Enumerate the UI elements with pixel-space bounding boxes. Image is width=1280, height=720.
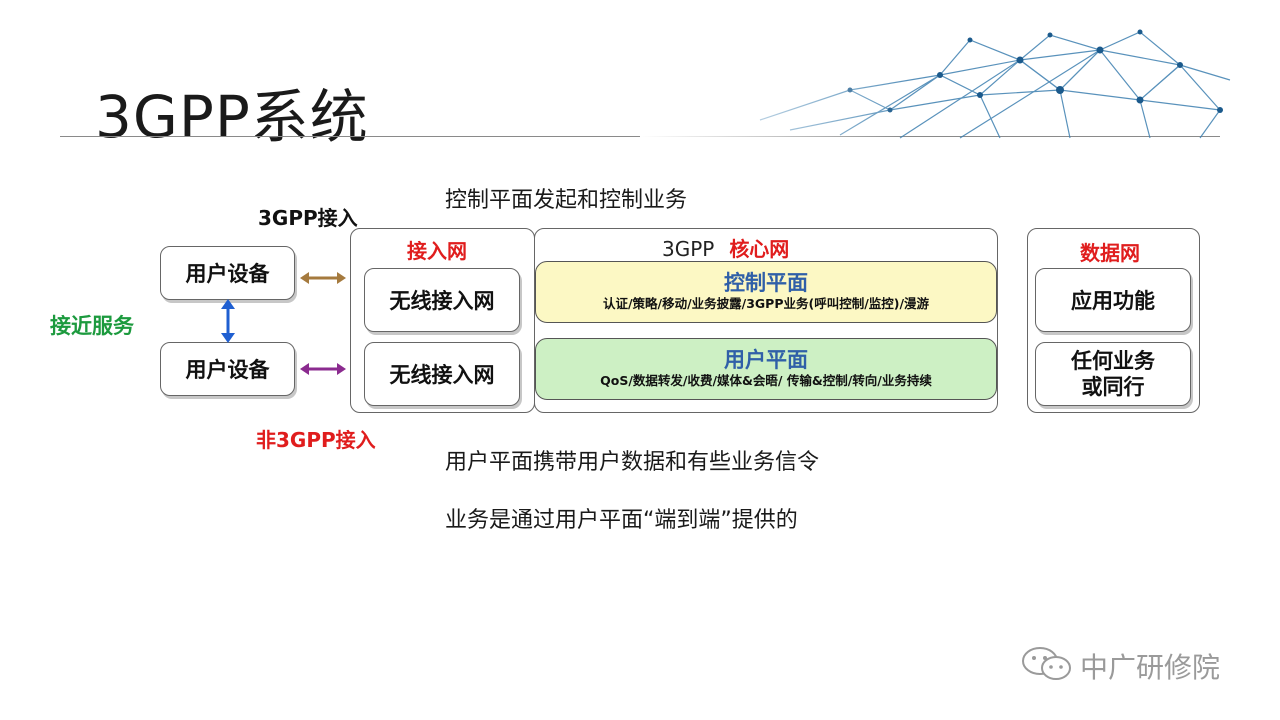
user-plane-title: 用户平面 <box>724 348 808 372</box>
label-3gpp-access: 3GPP接入 <box>258 206 358 230</box>
control-plane-desc: 认证/策略/移动/业务披露/3GPP业务(呼叫控制/监控)/漫游 <box>602 296 930 311</box>
page-title: 3GPP系统 <box>95 83 369 151</box>
core-header-suffix: 核心网 <box>729 237 790 261</box>
control-plane: 控制平面 认证/策略/移动/业务披露/3GPP业务(呼叫控制/监控)/漫游 <box>535 261 997 323</box>
access-arrow-non3gpp <box>300 363 346 375</box>
user-plane-note: 用户平面携带用户数据和有些业务信令 <box>445 450 820 475</box>
label-non3gpp-access: 非3GPP接入 <box>256 428 376 452</box>
control-plane-title: 控制平面 <box>724 271 808 295</box>
label-proximity-service: 接近服务 <box>50 314 134 338</box>
any-service-line2: 或同行 <box>1081 375 1145 399</box>
any-service-or-peer: 任何业务 或同行 <box>1035 342 1191 406</box>
user-plane-desc: QoS/数据转发/收费/媒体&会晤/ 传输&控制/转向/业务持续 <box>600 373 932 388</box>
radio-access-network-2: 无线接入网 <box>364 342 520 406</box>
user-equipment-2: 用户设备 <box>160 342 295 396</box>
end-to-end-note: 业务是通过用户平面“端到端”提供的 <box>445 508 798 533</box>
any-service-line1: 任何业务 <box>1071 349 1155 373</box>
network-graphic <box>640 20 1240 140</box>
access-network-header: 接入网 <box>407 239 467 263</box>
core-network-header: 3GPP 核心网 <box>662 233 789 262</box>
access-arrow-3gpp <box>300 272 346 284</box>
user-plane: 用户平面 QoS/数据转发/收费/媒体&会晤/ 传输&控制/转向/业务持续 <box>535 338 997 400</box>
control-plane-note: 控制平面发起和控制业务 <box>445 188 688 213</box>
radio-access-network-1: 无线接入网 <box>364 268 520 332</box>
wechat-icon <box>1022 647 1071 680</box>
application-function: 应用功能 <box>1035 268 1191 332</box>
proximity-arrow <box>221 299 235 343</box>
user-equipment-1: 用户设备 <box>160 246 295 300</box>
watermark-text: 中广研修院 <box>1080 651 1221 684</box>
data-network-header: 数据网 <box>1080 241 1140 265</box>
core-header-prefix: 3GPP <box>662 237 715 261</box>
